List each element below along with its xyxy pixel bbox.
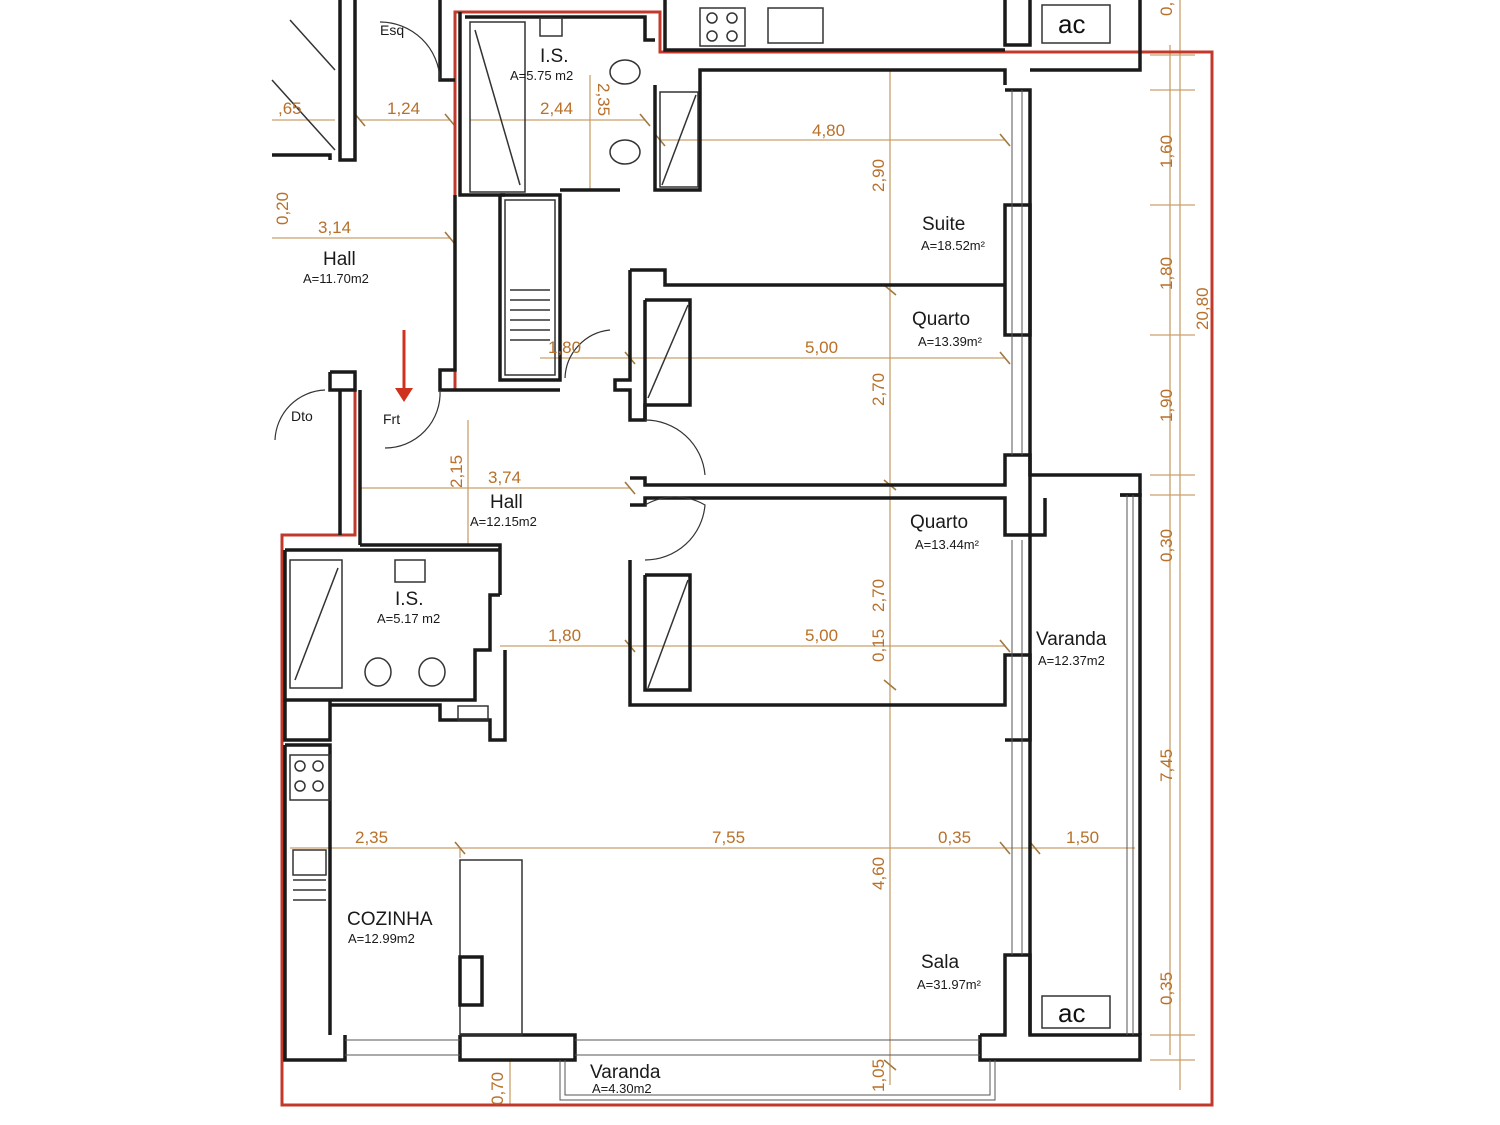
dim-right-0: 0, [1157,2,1176,16]
dim-right-2080: 20,80 [1193,287,1212,330]
dim-180a: 1,80 [548,338,581,357]
room-name-quarto-1: Quarto [912,309,970,330]
dim-314: 3,14 [318,218,351,237]
room-area-varanda-bottom: A=4.30m2 [592,1081,652,1096]
room-area-is-top: A=5.75 m2 [510,68,573,83]
dimension-texts: ,65 1,24 2,44 2,35 0,20 3,14 4,80 2,90 1… [273,2,1212,1105]
dim-right-035: 0,35 [1157,972,1176,1005]
dim-065: ,65 [278,99,302,118]
dim-020: 0,20 [273,192,292,225]
dim-215: 2,15 [447,455,466,488]
dim-270b: 2,70 [869,579,888,612]
room-name-hall-left: Hall [323,249,356,270]
dim-244: 2,44 [540,99,573,118]
room-name-cozinha: COZINHA [347,909,433,930]
dim-right-030: 0,30 [1157,529,1176,562]
dim-755: 7,55 [712,828,745,847]
dim-150: 1,50 [1066,828,1099,847]
dim-500a: 5,00 [805,338,838,357]
label-dto: Dto [291,408,313,424]
fixtures [271,4,1111,1036]
room-area-quarto-1: A=13.39m² [918,334,983,349]
walls [272,0,1142,1062]
unit-boundary [280,10,1214,1107]
dim-right-160: 1,60 [1157,135,1176,168]
dim-124: 1,24 [387,99,420,118]
dim-015: 0,15 [869,629,888,662]
glazing [345,90,1134,1101]
room-area-quarto-2: A=13.44m² [915,537,980,552]
dim-070: 0,70 [488,1072,507,1105]
dim-235: 2,35 [594,83,613,116]
dim-right-180: 1,80 [1157,257,1176,290]
room-name-is-top: I.S. [540,46,569,67]
room-area-varanda-right: A=12.37m2 [1038,653,1105,668]
dim-460: 4,60 [869,857,888,890]
dim-035a: 0,35 [938,828,971,847]
room-name-sala: Sala [921,952,959,973]
room-name-is-bottom: I.S. [395,589,424,610]
room-area-hall-center: A=12.15m2 [470,514,537,529]
doors [274,21,706,561]
room-name-varanda-right: Varanda [1036,629,1107,650]
room-area-is-bottom: A=5.17 m2 [377,611,440,626]
dim-105: 1,05 [869,1059,888,1092]
dimension-ticks [354,113,1041,1071]
room-area-hall-left: A=11.70m2 [303,271,369,286]
room-name-varanda-bottom: Varanda [590,1062,661,1083]
label-ac-top: ac [1058,9,1085,39]
dim-290: 2,90 [869,159,888,192]
dim-374: 3,74 [488,468,521,487]
room-name-suite: Suite [922,214,965,235]
dim-180b: 1,80 [548,626,581,645]
dim-270a: 2,70 [869,373,888,406]
room-name-quarto-2: Quarto [910,512,968,533]
dim-480: 4,80 [812,121,845,140]
room-name-hall-center: Hall [490,492,523,513]
label-frt: Frt [383,411,400,427]
room-area-suite: A=18.52m² [921,238,986,253]
dim-right-745: 7,45 [1157,749,1176,782]
room-area-sala: A=31.97m² [917,977,982,992]
dim-right-190: 1,90 [1157,389,1176,422]
dimension-lines [272,0,1195,1105]
room-area-cozinha: A=12.99m2 [348,931,415,946]
dim-235b: 2,35 [355,828,388,847]
dim-500b: 5,00 [805,626,838,645]
label-esq: Esq [380,22,404,38]
entrance-arrow [395,330,413,402]
label-ac-bottom: ac [1058,998,1085,1028]
room-labels: I.S. A=5.75 m2 Hall A=11.70m2 Suite A=18… [291,9,1107,1096]
